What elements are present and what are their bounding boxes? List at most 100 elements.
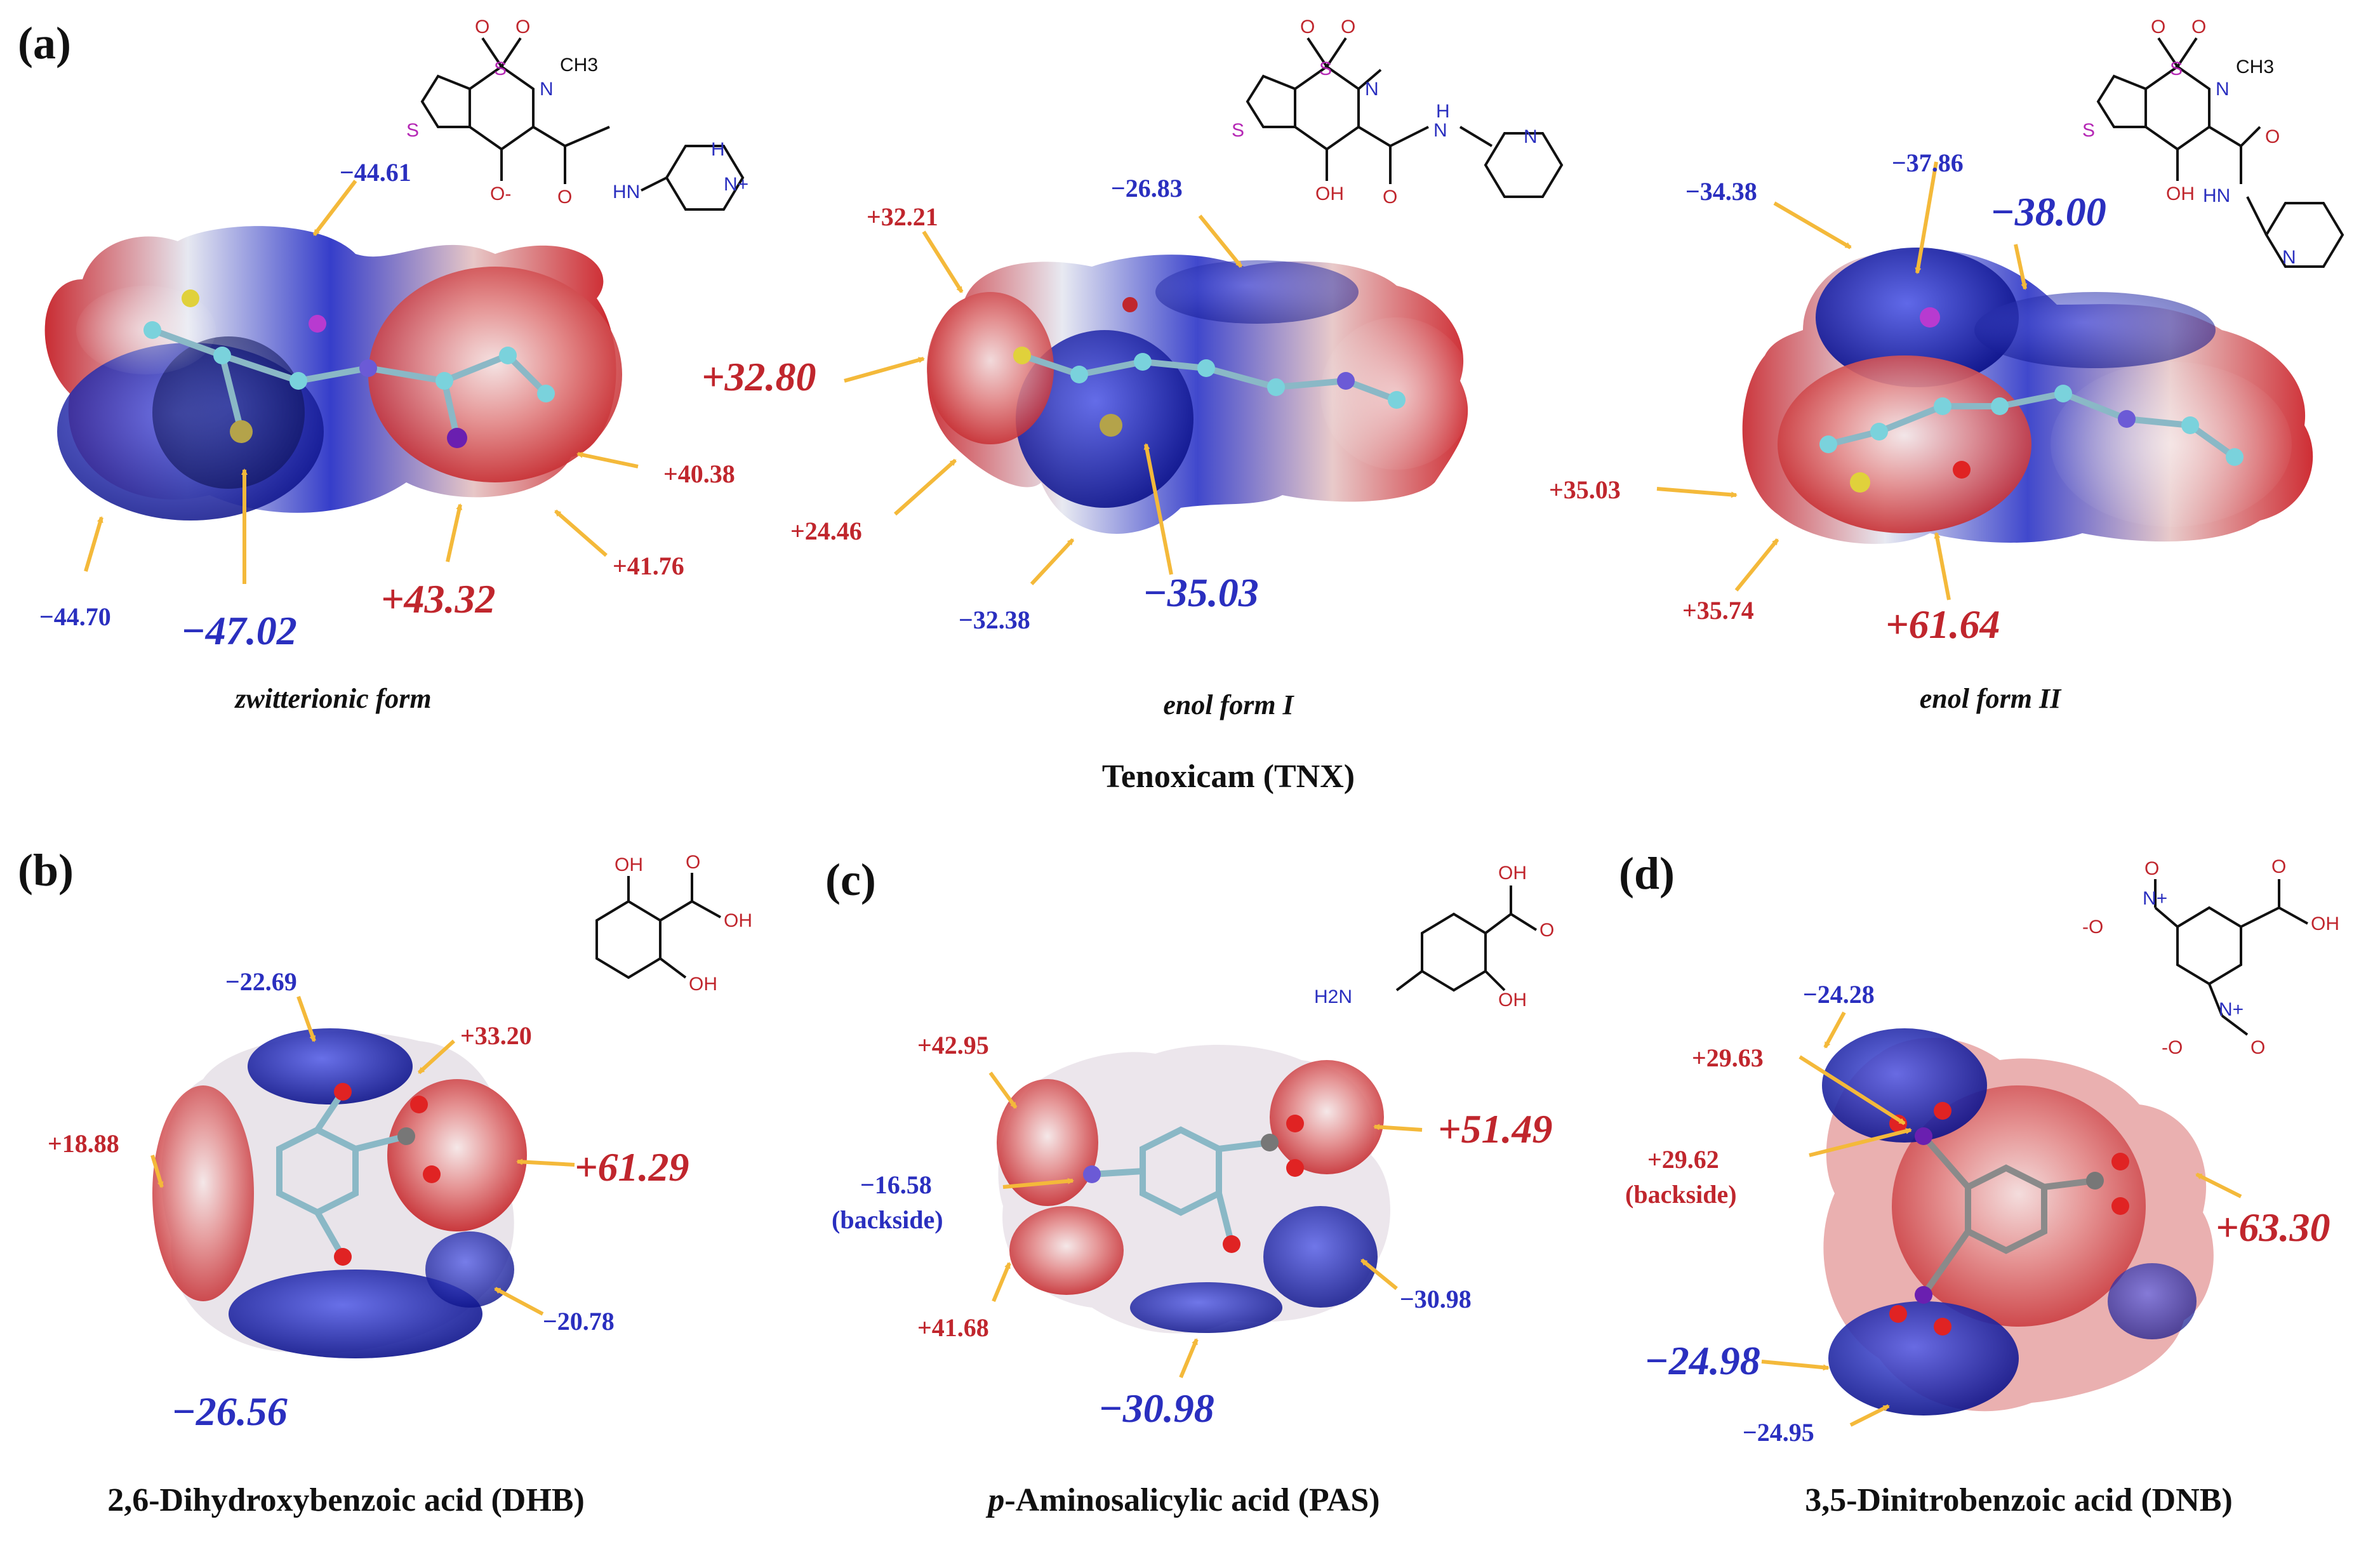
esp-label-positive-3: +41.76: [613, 552, 684, 580]
dnb-esp-surface: [1822, 1028, 2214, 1416]
panel-d-letter: (d): [1619, 848, 1675, 899]
enolate-oxygen: O-: [490, 183, 511, 204]
dnb-arrows: [1761, 1011, 2242, 1427]
dnb-nitro-oxygen-top: O: [2144, 858, 2159, 879]
enol-hydroxyl: OH: [1315, 183, 1344, 204]
sulfonyl-oxygen-2: O: [2191, 17, 2206, 37]
pyridinium-h: H: [711, 139, 725, 160]
dhb-carboxyl-oxygen: O: [686, 852, 700, 873]
esp-label-positive-3: +61.29: [575, 1144, 689, 1190]
dhb-arrows: [150, 995, 575, 1316]
pyridinium-nitrogen: N+: [724, 174, 748, 195]
sulfonyl-oxygen-2: O: [1341, 17, 1355, 37]
tnx-enol-2-esp-surface: [1742, 248, 2313, 544]
sulfonyl-oxygen-1: O: [475, 17, 489, 37]
sulfonyl-oxygen-1: O: [2151, 17, 2165, 37]
tnx-enol-form-1: O O S N S OH O H N N: [701, 17, 1564, 720]
sulfonyl-oxygen-1: O: [1300, 17, 1315, 37]
panel-b-letter: (b): [18, 845, 74, 896]
dhb-structure: [595, 873, 721, 979]
panel-b-caption: 2,6-Dihydroxybenzoic acid (DHB): [107, 1482, 585, 1518]
tnx-zwitterion-structure: [420, 37, 745, 211]
dnb-nitro-oxide-bottom: -O: [2162, 1037, 2183, 1058]
dnb-carboxyl-hydroxyl: OH: [2311, 913, 2339, 934]
esp-label-negative-1: −24.28: [1803, 980, 1875, 1009]
tnx-enol-1-arrows: [844, 215, 1243, 586]
form-title-enol-2: enol form II: [1920, 683, 2062, 714]
pyridine-nitrogen: N: [1524, 126, 1538, 147]
esp-label-negative-1: −26.83: [1111, 174, 1183, 202]
panel-c-caption: p-Aminosalicylic acid (PAS): [985, 1482, 1379, 1518]
tnx-enol-1-structure: [1246, 37, 1564, 198]
enol-hydroxyl: OH: [2166, 183, 2195, 204]
dnb-nitro-oxygen-bottom: O: [2250, 1037, 2265, 1058]
pas-esp-surface: [997, 1045, 1390, 1334]
amide-oxygen: O: [2265, 126, 2280, 147]
form-title-zwitterion: zwitterionic form: [234, 683, 431, 714]
panel-d: (d) O N+ -O O OH N+ O -O: [1619, 848, 2339, 1518]
esp-label-positive-3: +63.30: [2216, 1205, 2330, 1250]
esp-label-negative-1-note: (backside): [832, 1205, 943, 1234]
dnb-nitro-oxide-top: -O: [2082, 917, 2103, 938]
esp-label-negative-1: −16.58: [860, 1170, 932, 1199]
tnx-enol-1-esp-surface: [927, 255, 1473, 534]
tnx-enol-form-2: O O S N CH3 S OH O HN N: [1549, 17, 2344, 714]
panel-b: (b) OH O OH OH: [18, 845, 752, 1518]
panel-a-caption: Tenoxicam (TNX): [1102, 759, 1355, 795]
methyl-group: CH3: [2236, 56, 2274, 77]
esp-label-positive-2-note: (backside): [1625, 1180, 1737, 1209]
thiophene-ring: [420, 74, 471, 128]
esp-label-positive-3: +61.64: [1885, 602, 2000, 647]
tnx-zwitterion: O O S N CH3 S O- O HN H N+: [39, 17, 748, 714]
esp-label-positive-1: +35.03: [1549, 475, 1621, 504]
esp-label-negative-3: −38.00: [1990, 189, 2106, 234]
pas-arrows: [988, 1071, 1423, 1379]
esp-label-negative-3: −24.95: [1743, 1418, 1814, 1447]
sulfonyl-sulfur: S: [494, 58, 507, 79]
esp-label-positive-2: +35.74: [1682, 596, 1754, 625]
esp-label-positive-2: +29.62: [1647, 1145, 1719, 1174]
esp-label-positive-2: +40.38: [663, 460, 735, 488]
panel-c-letter: (c): [825, 854, 876, 905]
esp-label-positive-2: +18.88: [48, 1129, 119, 1158]
tnx-zwitterion-esp-surface: [44, 226, 622, 521]
tnx-zwitterion-arrows: [84, 180, 639, 584]
positive-region: [368, 267, 622, 482]
pas-amino-group: H2N: [1314, 986, 1352, 1007]
esp-label-positive-1: +42.95: [917, 1031, 989, 1059]
positive-region: [387, 1079, 527, 1231]
negative-region: [1816, 248, 2019, 387]
esp-label-negative-2: −24.98: [1644, 1338, 1760, 1383]
pas-hydroxyl: OH: [1498, 990, 1527, 1011]
sulfonyl-sulfur: S: [2170, 58, 2183, 79]
sulfonyl-oxygen-2: O: [515, 17, 530, 37]
pas-structure: [1395, 885, 1538, 992]
esp-label-positive-1: +43.32: [381, 576, 495, 621]
panel-c-caption-prefix: p: [985, 1482, 1004, 1518]
esp-label-negative-3: −35.03: [1143, 570, 1259, 615]
amide-h: H: [1436, 101, 1450, 122]
esp-label-positive-1: +32.21: [867, 202, 938, 231]
panel-d-caption: 3,5-Dinitrobenzoic acid (DNB): [1805, 1482, 2233, 1518]
amide-nh: HN: [613, 182, 640, 202]
thiophene-sulfur: S: [406, 120, 419, 141]
pas-carboxyl-hydroxyl: OH: [1498, 863, 1527, 884]
amide-nh: HN: [2203, 185, 2230, 206]
esp-label-positive-1: +33.20: [460, 1021, 532, 1050]
form-title-enol-1: enol form I: [1163, 689, 1294, 720]
dnb-nitro-nitrogen-bottom: N+: [2219, 999, 2244, 1020]
dhb-carboxyl-hydroxyl: OH: [724, 910, 752, 931]
panel-a-letter: (a): [18, 18, 71, 69]
esp-label-negative-1: −44.61: [340, 158, 411, 187]
tnx-enol-2-arrows: [1656, 161, 2028, 600]
sulfonyl-sulfur: S: [1319, 58, 1332, 79]
amide-nitrogen: N: [1433, 120, 1447, 141]
dnb-nitro-nitrogen-top: N+: [2143, 888, 2167, 909]
positive-region: [927, 292, 1054, 444]
methyl-group: CH3: [560, 55, 598, 76]
esp-label-negative-2: −32.38: [959, 606, 1030, 634]
pas-carboxyl-oxygen: O: [1539, 920, 1554, 941]
thiazine-nitrogen: N: [1365, 79, 1379, 100]
esp-label-negative-3: −47.02: [181, 608, 297, 653]
